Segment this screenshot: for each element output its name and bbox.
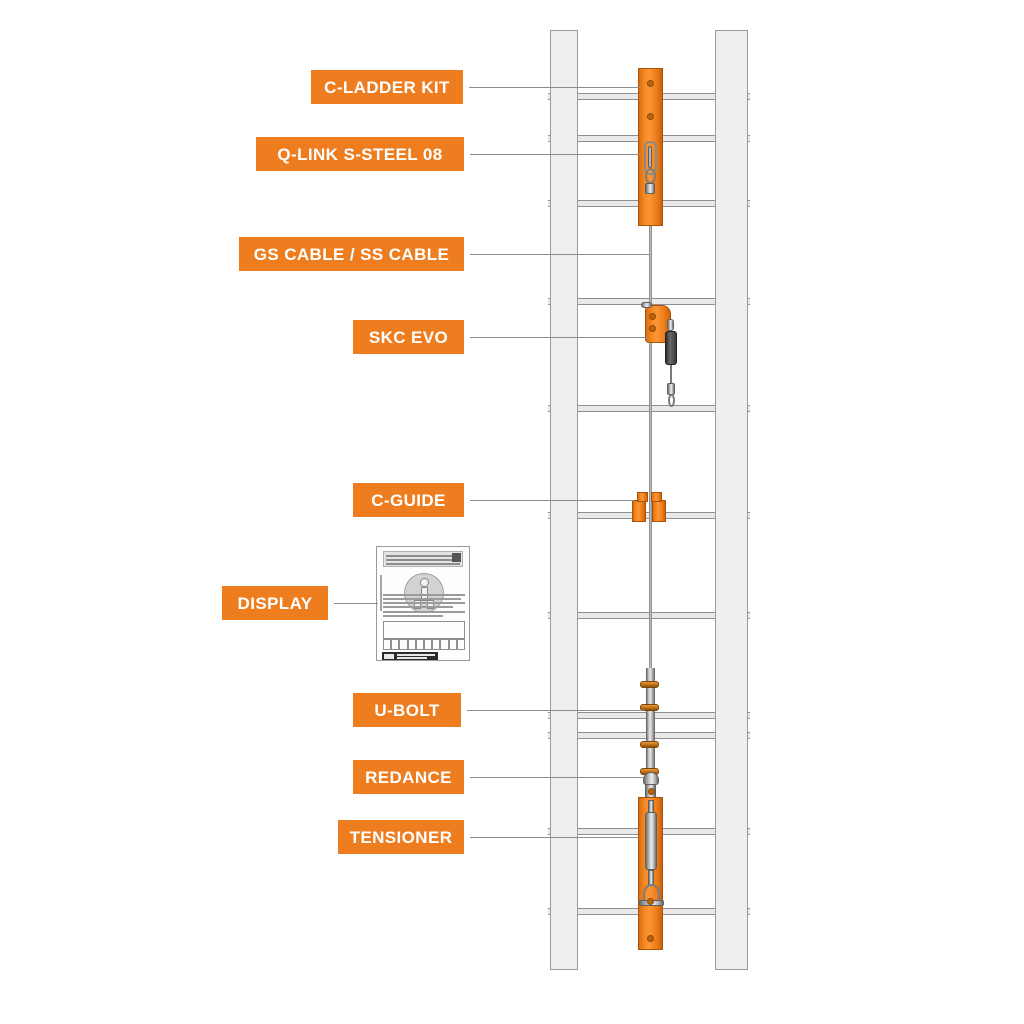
placard-corner-mark	[452, 553, 461, 562]
placard-notice-box	[383, 621, 465, 639]
turnbuckle-body	[645, 812, 657, 870]
placard-text-line	[383, 615, 443, 617]
skc-evo-rivet	[649, 325, 656, 332]
label-q-link[interactable]: Q-LINK S-STEEL 08	[256, 137, 464, 171]
placard-header-line	[386, 555, 460, 557]
placard-text-line	[383, 594, 465, 596]
tensioner-plate-bolt-hole	[647, 898, 654, 905]
leader-line-display	[334, 603, 378, 604]
placard-text-line	[383, 606, 453, 608]
placard-header-line	[386, 559, 460, 561]
leader-line-gs-ss-cable	[470, 254, 650, 255]
skc-evo-carabiner	[668, 394, 675, 407]
placard-table-cell	[399, 639, 408, 650]
redance-pin	[648, 788, 655, 795]
gs-ss-cable	[649, 190, 652, 670]
c-guide-bracket-left	[632, 500, 646, 522]
placard-table-cell	[424, 639, 433, 650]
display-placard	[376, 546, 470, 661]
leader-line-c-ladder-kit	[469, 87, 640, 88]
placard-table-cell	[407, 639, 416, 650]
placard-table-cell	[383, 639, 392, 650]
placard-text-line	[383, 598, 461, 600]
label-c-guide[interactable]: C-GUIDE	[353, 483, 464, 517]
leader-line-tensioner	[470, 837, 640, 838]
u-bolt-clamp	[640, 704, 659, 711]
placard-text-line	[383, 611, 465, 613]
leader-line-c-guide	[470, 500, 634, 501]
placard-header	[383, 551, 463, 567]
placard-table-cell	[456, 639, 466, 650]
label-skc-evo[interactable]: SKC EVO	[353, 320, 464, 354]
placard-table-cell	[440, 639, 449, 650]
skc-evo-rivet	[649, 313, 656, 320]
placard-table-cell	[448, 639, 457, 650]
plate-bolt-hole	[647, 80, 654, 87]
leader-line-q-link	[470, 154, 640, 155]
leader-line-skc-evo	[470, 337, 648, 338]
c-guide-cap-right	[651, 492, 662, 502]
c-ladder-kit-plate	[638, 68, 663, 226]
u-bolt-clamp	[640, 681, 659, 688]
u-bolt-clamp	[640, 741, 659, 748]
placard-inspection-table	[383, 639, 466, 650]
placard-table-cell	[391, 639, 400, 650]
placard-header-line	[386, 563, 460, 565]
skc-evo-lanyard-cable	[670, 365, 672, 383]
label-u-bolt[interactable]: U-BOLT	[353, 693, 461, 727]
placard-footer	[382, 652, 438, 660]
skc-evo-connector-link	[667, 319, 674, 331]
placard-side-rule	[380, 575, 382, 611]
q-link-gate	[648, 146, 652, 168]
label-gs-ss-cable[interactable]: GS CABLE / SS CABLE	[239, 237, 464, 271]
skc-evo-energy-absorber	[665, 331, 677, 365]
label-redance[interactable]: REDANCE	[353, 760, 464, 794]
gs-ss-cable-doubled	[646, 668, 655, 776]
placard-table-cell	[432, 639, 441, 650]
c-guide-bracket-right	[652, 500, 666, 522]
q-link-swage-ferrule	[645, 183, 655, 194]
placard-text-line	[383, 602, 465, 604]
plate-bolt-hole	[647, 113, 654, 120]
placard-table-cell	[415, 639, 425, 650]
label-tensioner[interactable]: TENSIONER	[338, 820, 464, 854]
leader-line-u-bolt	[467, 710, 644, 711]
tensioner-plate-bolt-hole	[647, 935, 654, 942]
leader-line-redance	[470, 777, 644, 778]
q-link-eye	[645, 168, 656, 184]
ladder-rail-right	[715, 30, 748, 970]
skc-evo-lever	[641, 302, 652, 308]
label-display[interactable]: DISPLAY	[222, 586, 328, 620]
label-c-ladder-kit[interactable]: C-LADDER KIT	[311, 70, 463, 104]
c-guide-cap-left	[637, 492, 648, 502]
